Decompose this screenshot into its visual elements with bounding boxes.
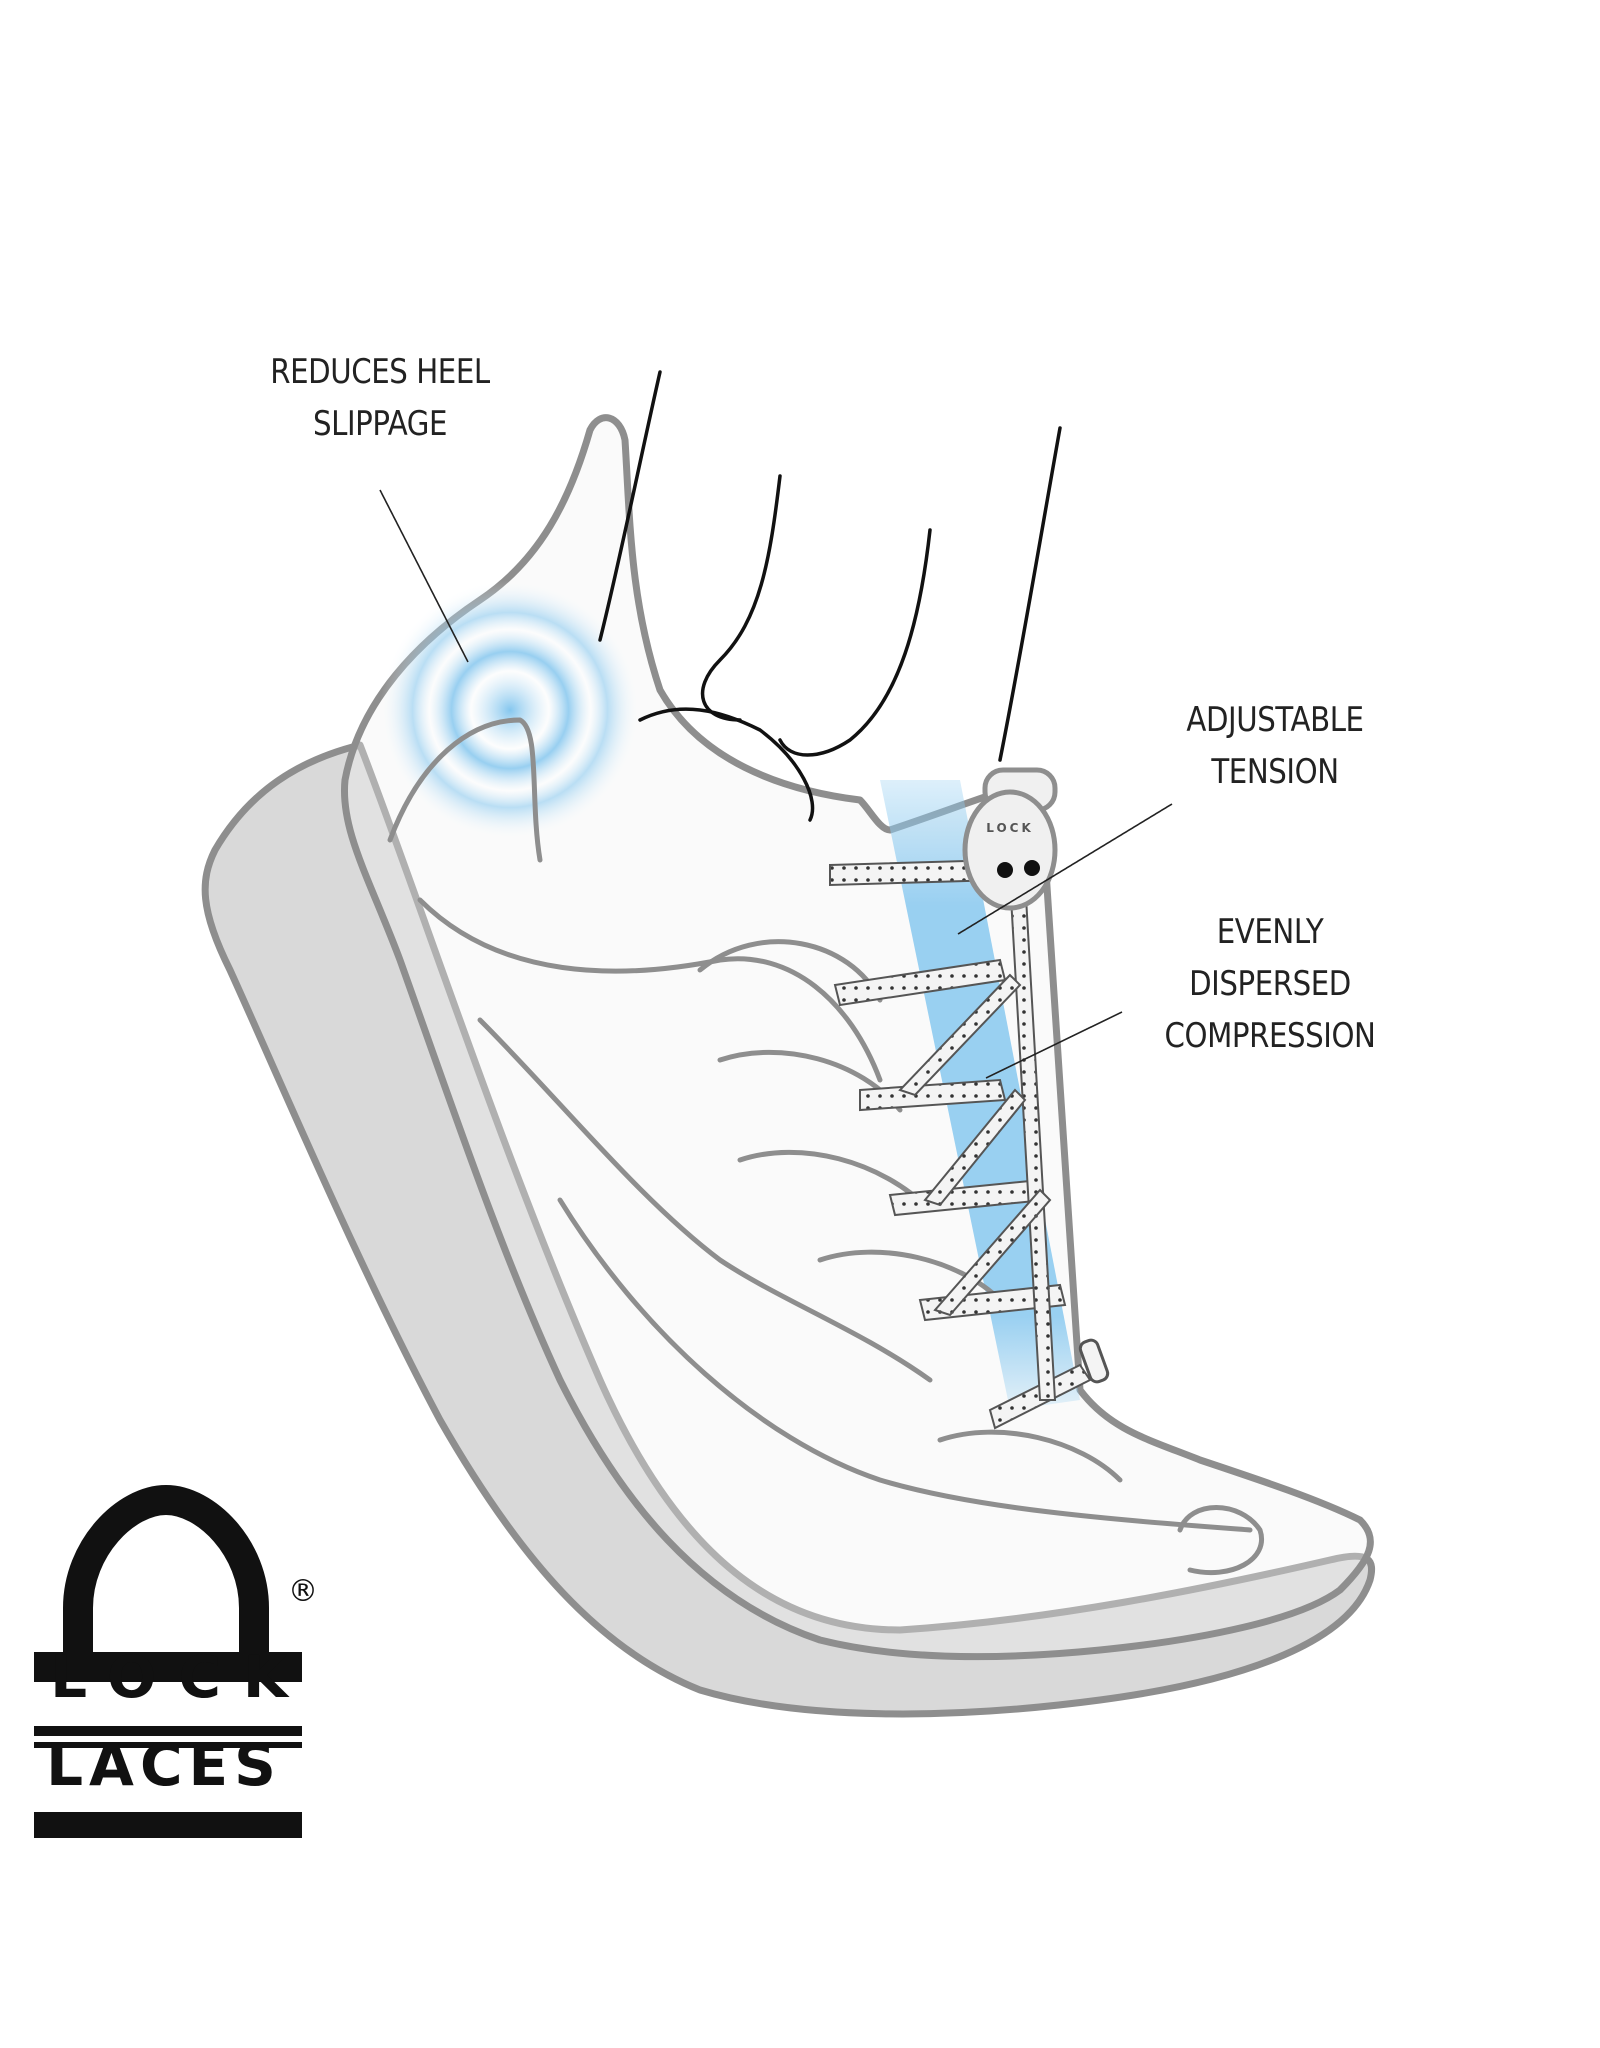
callout-heel-line-1: REDUCES HEEL — [270, 352, 490, 392]
lock-toggle: LOCK — [962, 767, 1058, 911]
callout-heel-slippage: REDUCES HEEL SLIPPAGE — [217, 346, 544, 450]
shoe-sole — [201, 741, 1376, 1718]
callout-compression-line-1: EVENLY — [1216, 912, 1324, 952]
heel-leader-line — [379, 489, 469, 663]
tension-leader-line — [957, 803, 1173, 935]
laces — [829, 858, 1092, 1430]
heel-highlight — [380, 580, 640, 840]
callout-heel-line-2: SLIPPAGE — [312, 404, 448, 444]
callout-compression-line-2: DISPERSED — [1189, 964, 1351, 1004]
callout-tension-line-2: TENSION — [1211, 752, 1339, 792]
callout-adjustable-tension: ADJUSTABLE TENSION — [1112, 694, 1439, 798]
logo-text-lock: LOCK — [50, 1643, 310, 1711]
callout-compression: EVENLY DISPERSED COMPRESSION — [1089, 906, 1450, 1062]
callout-tension-line-1: ADJUSTABLE — [1186, 700, 1364, 740]
registered-mark: ® — [288, 1574, 318, 1609]
logo-text-laces: LACES — [46, 1731, 282, 1799]
lace-aglet — [1078, 1338, 1110, 1384]
compression-leader-line — [985, 1011, 1123, 1079]
callout-compression-line-3: COMPRESSION — [1164, 1016, 1376, 1056]
svg-text:LOCK: LOCK — [986, 821, 1034, 835]
lock-laces-logo: LOCK LACES ® — [26, 1478, 326, 1808]
lock-laces-logo-graphic — [34, 1484, 302, 1838]
